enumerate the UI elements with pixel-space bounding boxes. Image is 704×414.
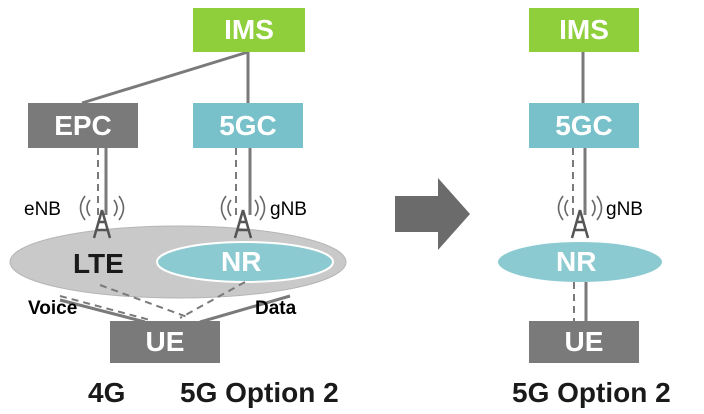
- caption-5g-option2-right: 5G Option 2: [512, 377, 671, 408]
- nr-label: NR: [221, 246, 262, 277]
- transition-arrow-icon: [395, 178, 470, 250]
- 5gc-node: 5GC: [193, 103, 303, 148]
- ims-epc-link: [81, 50, 249, 105]
- right-gnb-label: gNB: [606, 199, 643, 220]
- ue-label: UE: [145, 326, 185, 357]
- enb-label: eNB: [24, 199, 61, 220]
- voice-label: Voice: [28, 298, 78, 319]
- caption-5g-option2-left: 5G Option 2: [180, 377, 339, 408]
- ue-data-solid: [199, 294, 291, 324]
- cell-tower-icon: [79, 195, 125, 239]
- right-nr-label: NR: [556, 246, 597, 277]
- ims-label: IMS: [224, 14, 274, 45]
- ims-node: IMS: [193, 8, 305, 52]
- right-5gc-node: 5GC: [529, 103, 639, 148]
- right-nr-coverage-ellipse: [496, 240, 664, 284]
- right-5gc-label: 5GC: [555, 109, 613, 141]
- right-ims-node: IMS: [529, 8, 639, 52]
- caption-4g: 4G: [88, 377, 126, 408]
- data-label: Data: [255, 298, 297, 319]
- right-ue-node: UE: [529, 321, 639, 363]
- gnb-label: gNB: [270, 199, 307, 220]
- right-ims-label: IMS: [559, 14, 609, 45]
- lte-label: LTE: [73, 248, 124, 279]
- ue-node: UE: [110, 321, 220, 363]
- cell-tower-icon: [220, 195, 266, 239]
- ue-data-dashed: [179, 281, 246, 319]
- epc-node: EPC: [28, 103, 138, 148]
- epc-label: EPC: [54, 109, 112, 141]
- cell-tower-icon: [557, 195, 603, 239]
- ue-voice-dashed-1: [59, 295, 151, 321]
- 5gc-label: 5GC: [219, 109, 277, 141]
- ue-voice-dashed-2: [99, 284, 191, 319]
- right-ue-label: UE: [564, 326, 604, 357]
- ue-voice-solid: [59, 298, 146, 324]
